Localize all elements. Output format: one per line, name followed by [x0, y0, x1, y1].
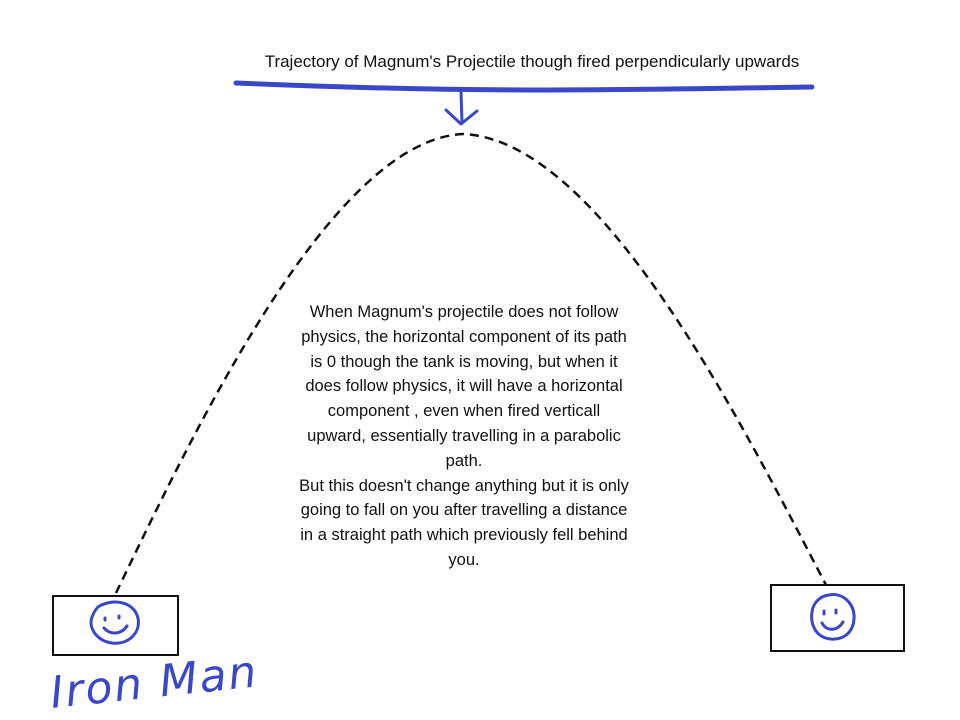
- iron-man-box: [52, 595, 179, 656]
- diagram-title: Trajectory of Magnum's Projectile though…: [264, 52, 800, 71]
- tank-box: [770, 584, 905, 652]
- explanation-text: When Magnum's projectile does not follow…: [298, 300, 630, 573]
- smiley-face-icon: [810, 593, 856, 641]
- explanation-paragraph: But this doesn't change anything but it …: [299, 476, 629, 569]
- arrow-down-icon: [444, 90, 479, 126]
- projectile-trajectory: [114, 132, 828, 594]
- smiley-face-icon: [89, 600, 140, 645]
- title-underline: [233, 80, 815, 93]
- explanation-paragraph: When Magnum's projectile does not follow…: [301, 303, 627, 470]
- iron-man-label: Iron Man: [48, 646, 261, 719]
